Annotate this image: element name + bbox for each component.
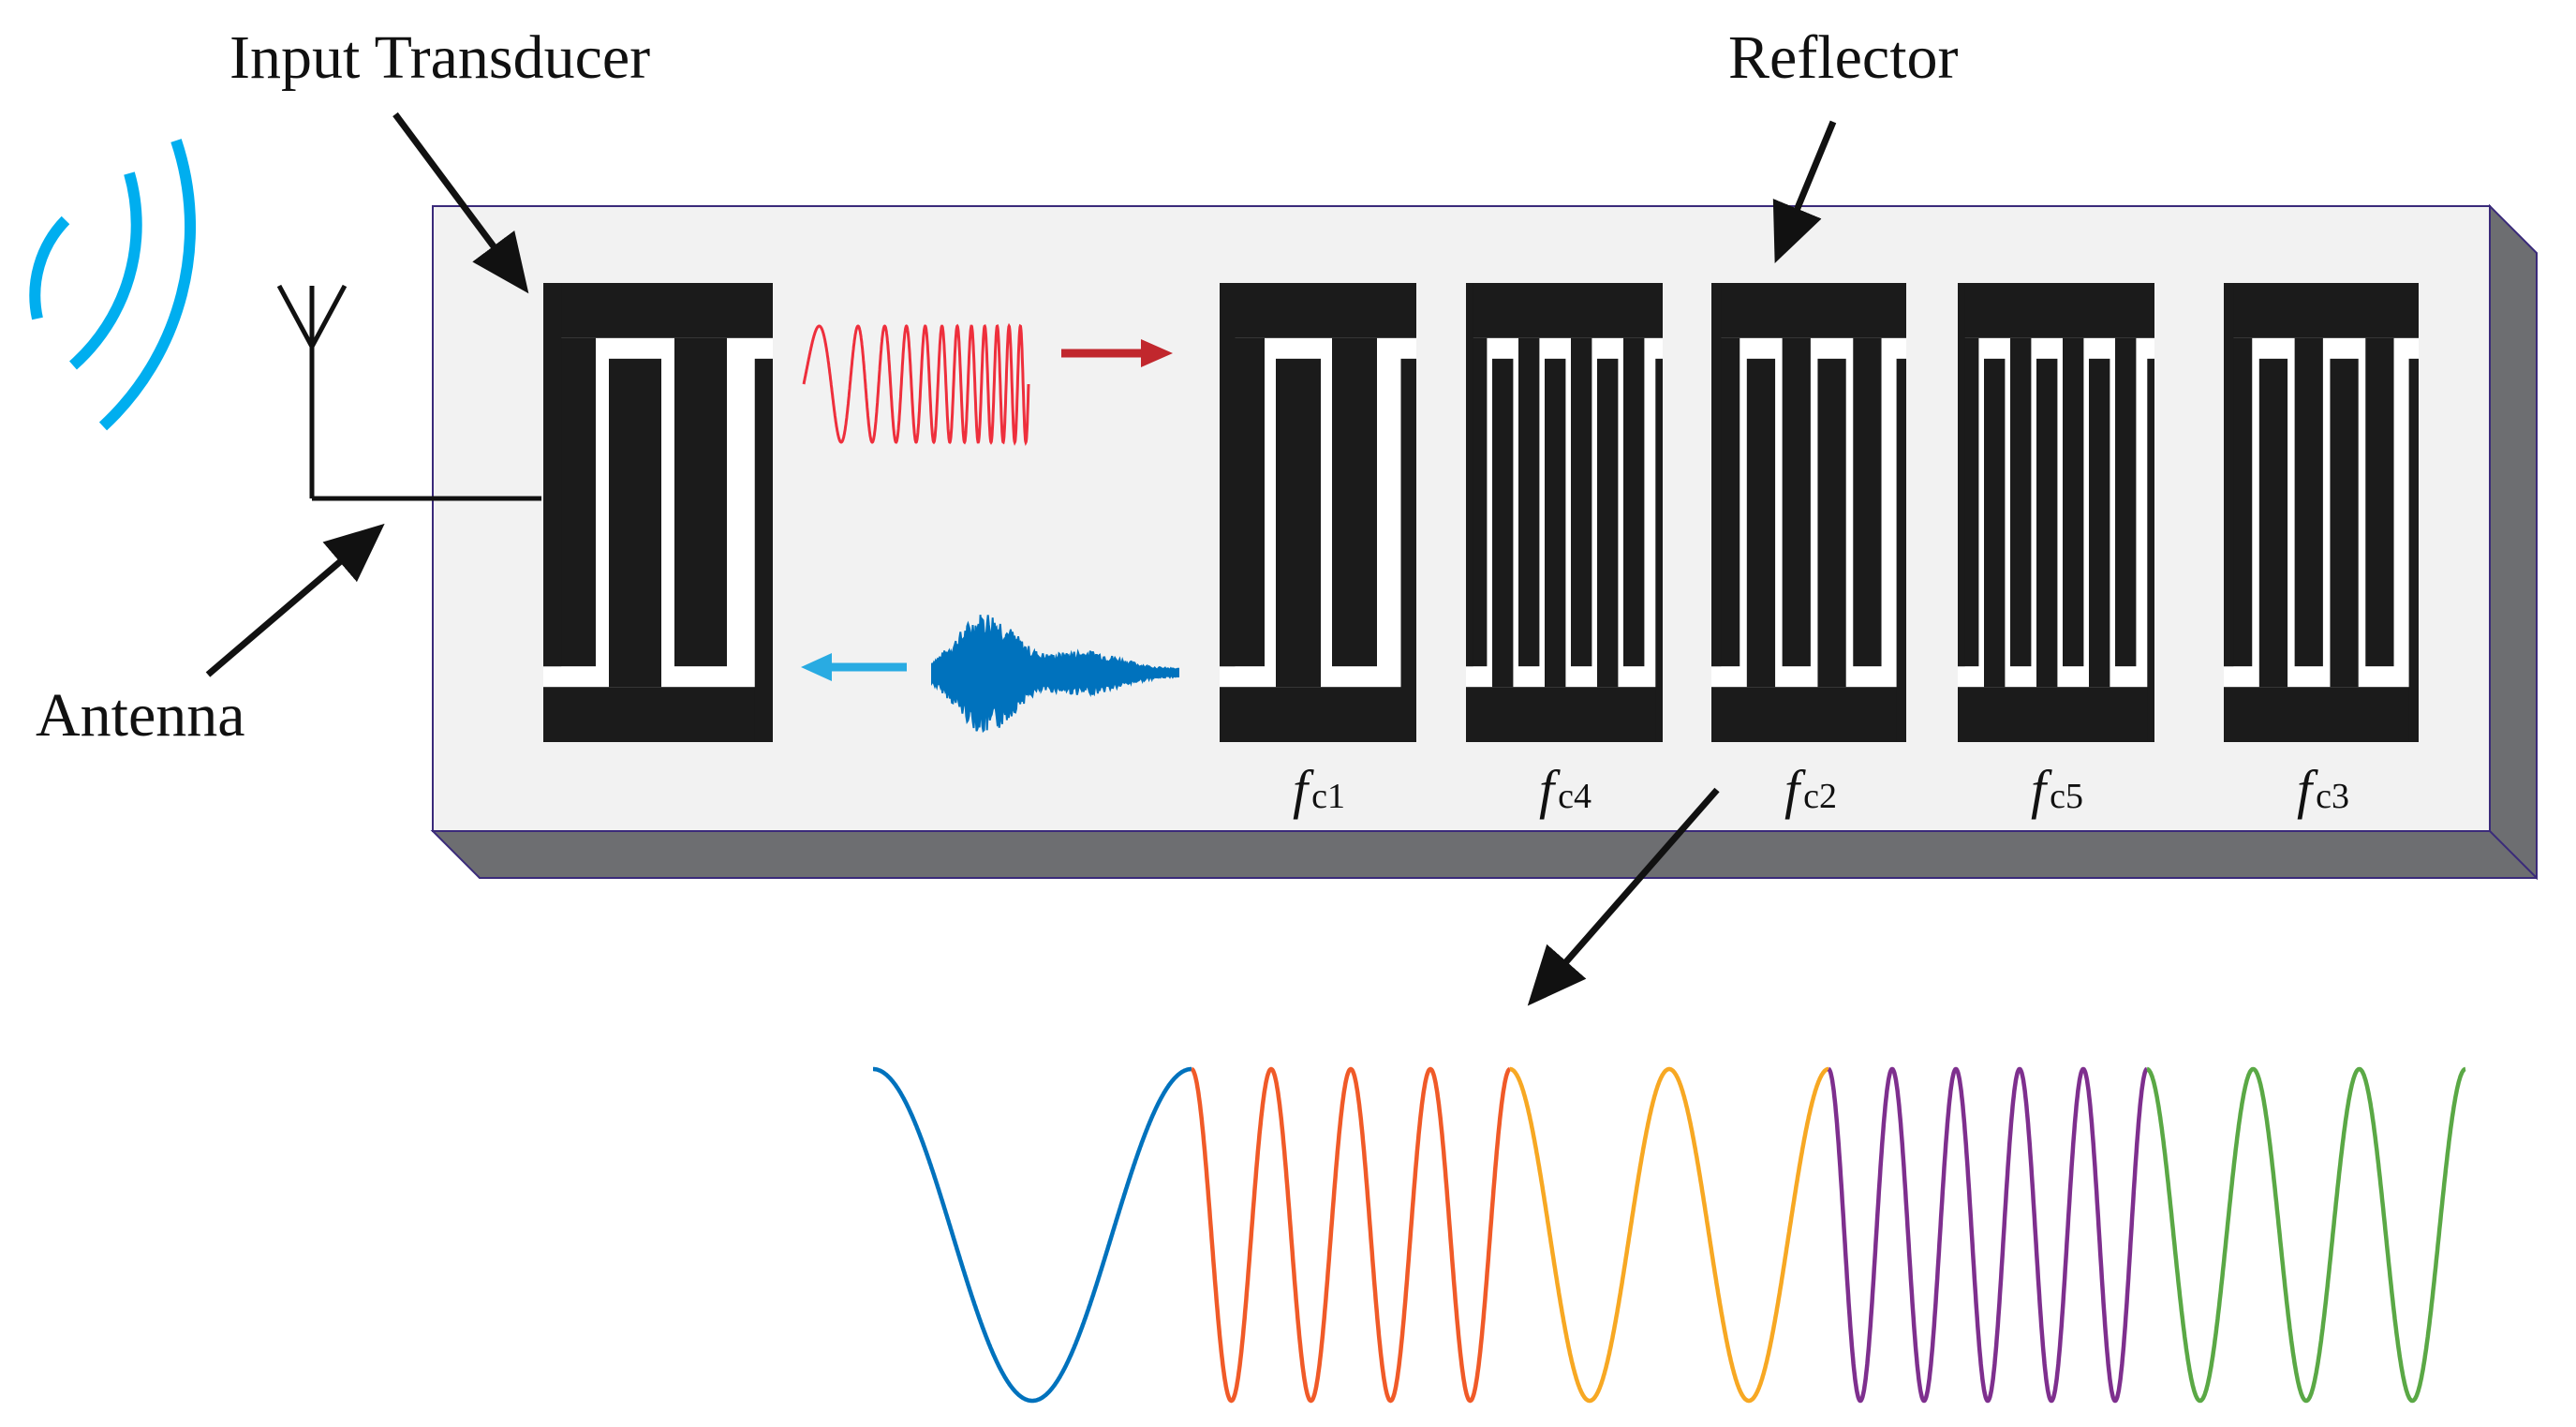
left-edge [1958, 283, 1965, 667]
input-transducer-arrow-icon [392, 111, 529, 294]
top-finger [2365, 337, 2394, 667]
bottom-busbar [1466, 687, 1663, 742]
right-edge [754, 358, 773, 742]
antenna-icon [276, 284, 541, 501]
right-edge [1896, 358, 1906, 742]
bottom-finger [2258, 358, 2288, 688]
right-edge [2408, 358, 2419, 742]
top-busbar [1220, 283, 1416, 338]
bottom-busbar [1958, 687, 2154, 742]
wave-segment-orange [1191, 1066, 1511, 1404]
wave-segment-blue [873, 1066, 1192, 1404]
reflector-electrode-c1 [1220, 283, 1416, 742]
idt-electrode [543, 283, 773, 742]
top-busbar [1711, 283, 1906, 338]
top-finger [2115, 337, 2137, 667]
wave-segment-green [2146, 1066, 2466, 1404]
left-edge [543, 283, 562, 667]
reflector-arrow-icon [1772, 120, 1837, 263]
response-signal [931, 615, 1179, 734]
top-busbar [1958, 283, 2154, 338]
reflector-electrode-c4 [1466, 283, 1663, 742]
top-finger [674, 337, 727, 667]
antenna-arrow-icon [205, 523, 385, 677]
coded-output-waveform [873, 1066, 2466, 1404]
input-transducer-label: Input Transducer [229, 23, 650, 92]
bottom-finger [2089, 358, 2110, 688]
bottom-finger [1984, 358, 2006, 688]
left-edge [1466, 283, 1473, 667]
top-finger [1518, 337, 1540, 667]
left-edge [1220, 283, 1236, 667]
bottom-finger [1545, 358, 1566, 688]
reflector-label: Reflector [1728, 23, 1959, 92]
top-busbar [543, 283, 773, 338]
wireless-waves-icon [29, 139, 197, 431]
reflector-array [1220, 283, 2419, 742]
top-finger [2010, 337, 2032, 667]
antenna-label: Antenna [36, 681, 245, 750]
bottom-finger [1746, 358, 1776, 688]
top-finger [2294, 337, 2323, 667]
top-busbar [1466, 283, 1663, 338]
wave-segment-yellow [1509, 1066, 1829, 1404]
substrate-front-face [430, 830, 2538, 879]
return-arrow-icon [801, 653, 907, 681]
substrate-side-face [2489, 203, 2538, 881]
top-finger [2063, 337, 2084, 667]
bottom-finger [1817, 358, 1846, 688]
code-output-arrow-icon [1527, 787, 1720, 1006]
interrogation-chirp-signal [802, 322, 1030, 447]
reflector-electrode-c3 [2224, 283, 2419, 742]
top-finger [1623, 337, 1645, 667]
bottom-finger [2036, 358, 2058, 688]
right-edge [1400, 358, 1416, 742]
top-finger [1332, 337, 1377, 667]
wave-segment-purple [1827, 1066, 2149, 1404]
bottom-finger [1276, 358, 1321, 688]
left-edge [1711, 283, 1722, 667]
bottom-busbar [2224, 687, 2419, 742]
reflector-electrode-c5 [1958, 283, 2154, 742]
bottom-finger [2330, 358, 2359, 688]
forward-arrow-icon [1061, 339, 1173, 367]
bottom-finger [609, 358, 661, 688]
bottom-busbar [1711, 687, 1906, 742]
reflector-electrode-c2 [1711, 283, 1906, 742]
bottom-finger [1492, 358, 1514, 688]
right-edge [1655, 358, 1663, 742]
top-finger [1782, 337, 1811, 667]
bottom-busbar [1220, 687, 1416, 742]
bottom-finger [1597, 358, 1619, 688]
input-transducer [543, 283, 773, 742]
left-edge [2224, 283, 2234, 667]
top-busbar [2224, 283, 2419, 338]
top-finger [1571, 337, 1592, 667]
right-edge [2147, 358, 2154, 742]
bottom-busbar [543, 687, 773, 742]
top-finger [1853, 337, 1882, 667]
